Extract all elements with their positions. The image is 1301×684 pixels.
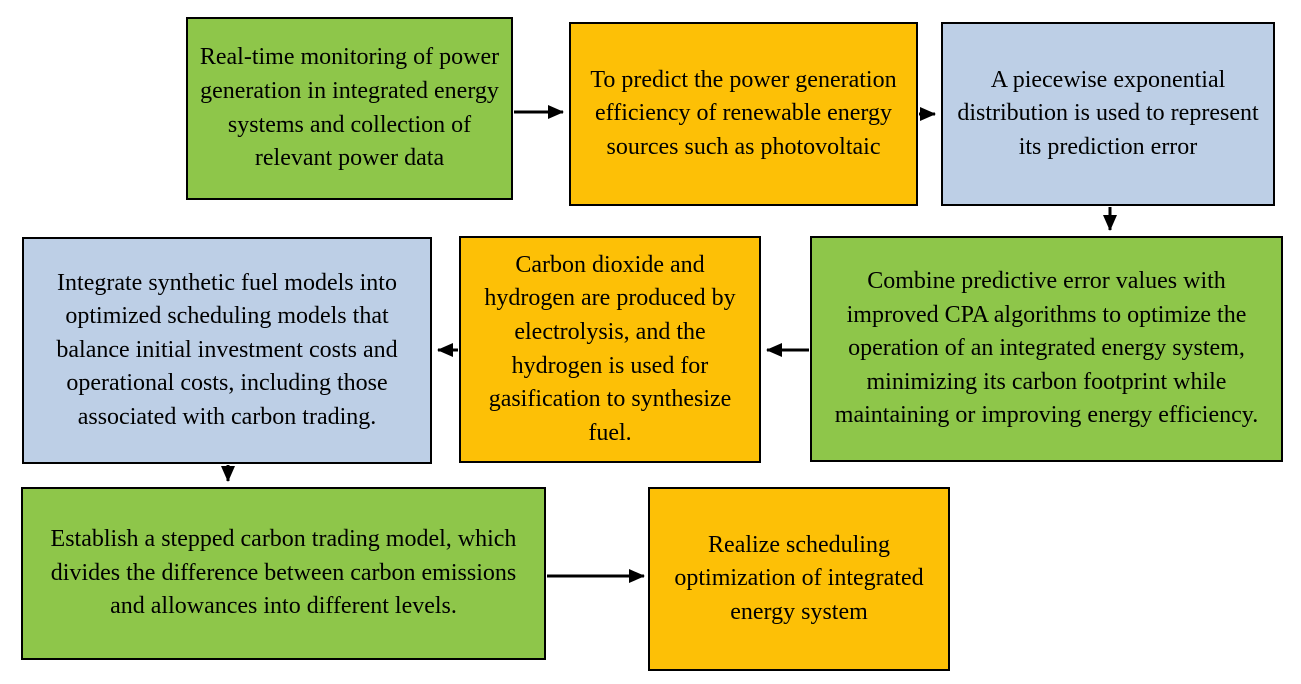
flow-step-3-text: A piecewise exponential distribution is … xyxy=(957,66,1259,160)
flow-step-4-text: Integrate synthetic fuel models into opt… xyxy=(56,269,398,430)
flow-step-8-text: Realize scheduling optimization of integ… xyxy=(674,531,924,625)
flow-step-6-box: Combine predictive error values with imp… xyxy=(810,236,1283,462)
flow-step-7-box: Establish a stepped carbon trading model… xyxy=(21,487,546,660)
flow-step-6-text: Combine predictive error values with imp… xyxy=(834,268,1259,429)
flow-step-4-box: Integrate synthetic fuel models into opt… xyxy=(22,237,432,464)
flow-step-5-box: Carbon dioxide and hydrogen are produced… xyxy=(459,236,761,463)
flow-step-5-text: Carbon dioxide and hydrogen are produced… xyxy=(484,251,736,446)
flow-step-7-text: Establish a stepped carbon trading model… xyxy=(50,526,517,620)
flow-step-8-box: Realize scheduling optimization of integ… xyxy=(648,487,950,671)
flow-step-1-text: Real-time monitoring of power generation… xyxy=(199,44,500,172)
flow-step-2-box: To predict the power generation efficien… xyxy=(569,22,918,206)
flow-step-3-box: A piecewise exponential distribution is … xyxy=(941,22,1275,206)
flow-step-1-box: Real-time monitoring of power generation… xyxy=(186,17,513,200)
flow-step-2-text: To predict the power generation efficien… xyxy=(590,66,897,160)
